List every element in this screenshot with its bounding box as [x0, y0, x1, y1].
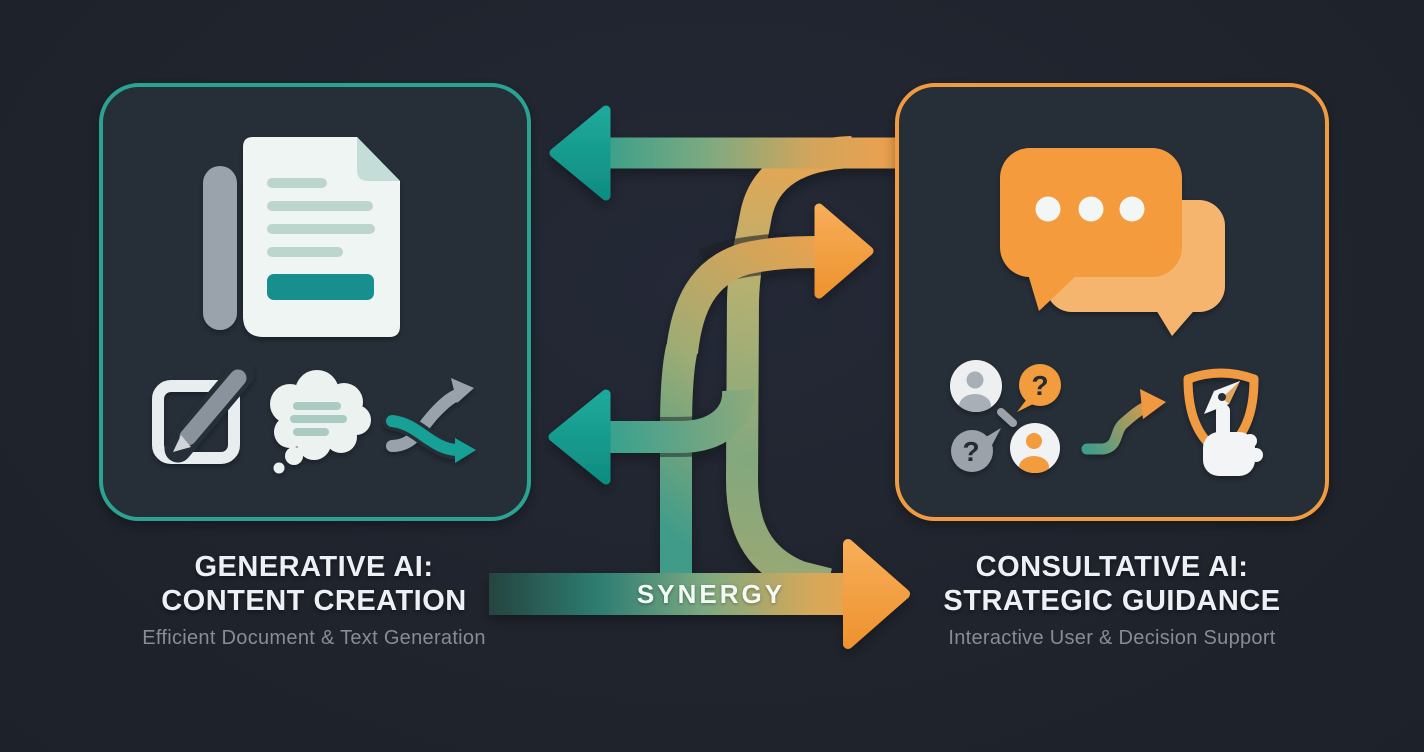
center-arrows	[489, 105, 910, 649]
synergy-label: SYNERGY	[636, 579, 786, 609]
question-mark: ?	[962, 436, 979, 467]
left-panel-subtitle: Efficient Document & Text Generation	[142, 627, 486, 649]
connector-line	[997, 408, 1017, 427]
shield-outline	[1183, 368, 1259, 459]
left-panel-label: GENERATIVE AI: CONTENT CREATION Efficien…	[99, 550, 529, 650]
question-mark: ?	[1031, 370, 1048, 401]
hand-cursor	[1203, 404, 1263, 476]
left-panel-title-line2: CONTENT CREATION	[161, 585, 467, 617]
document-spine	[203, 166, 237, 330]
document-icon	[203, 137, 400, 337]
chat-bubbles-icon	[1000, 148, 1225, 336]
question-bubble-gray: ?	[951, 428, 1001, 472]
top-arrow	[549, 105, 897, 201]
thought-bubble-small	[273, 462, 285, 474]
middle-left-arrow-band	[606, 388, 755, 453]
shuffle-gray-arrowhead	[451, 378, 474, 403]
middle-right-arrowhead	[814, 203, 874, 299]
middle-left-arrow	[548, 388, 755, 485]
shuffle-arrows-icon	[382, 378, 476, 463]
compass-needle	[1204, 381, 1240, 414]
pencil-tip	[173, 435, 191, 452]
middle-left-arrowhead	[548, 389, 611, 485]
right-panel-title-line2: STRATEGIC GUIDANCE	[943, 585, 1281, 617]
middle-right-arrow	[666, 203, 874, 354]
thought-text-lines	[290, 402, 347, 436]
right-panel-subtitle: Interactive User & Decision Support	[948, 627, 1276, 649]
edit-pencil-icon	[152, 360, 255, 464]
thought-bubble-medium	[285, 447, 303, 465]
right-panel-title-line1: CONSULTATIVE AI:	[975, 551, 1249, 583]
document-fold	[357, 137, 400, 181]
synergy-arrow	[489, 539, 910, 649]
path-arrowhead	[1140, 389, 1166, 419]
top-arrowhead	[549, 105, 611, 201]
chat-dots	[1035, 196, 1145, 222]
document-highlight-bar	[267, 274, 374, 300]
shuffle-teal-arrowhead	[455, 438, 476, 463]
shield-compass-pointer-icon	[1183, 368, 1263, 476]
path-arrow-icon	[1081, 389, 1166, 455]
users-questions-icon: ? ?	[950, 360, 1061, 473]
document-text-lines	[267, 178, 375, 257]
thought-cloud-icon	[270, 370, 371, 474]
right-panel-label: CONSULTATIVE AI: STRATEGIC GUIDANCE Inte…	[897, 550, 1327, 650]
synergy-arrowhead	[843, 539, 910, 649]
middle-right-arrow-band	[666, 236, 821, 354]
question-bubble-orange: ?	[1017, 364, 1061, 412]
s-ribbon-lower-strand	[660, 344, 698, 590]
left-panel-title-line1: GENERATIVE AI:	[194, 551, 434, 583]
